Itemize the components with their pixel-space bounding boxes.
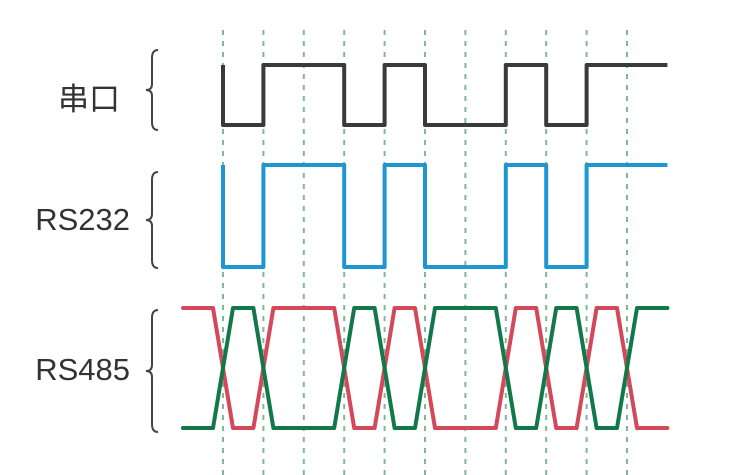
serial-label: 串口 (58, 82, 120, 117)
brace-icon (145, 171, 159, 269)
rs232-label: RS232 (35, 202, 130, 237)
brace-icon (145, 309, 159, 433)
serial-waveform (221, 63, 668, 127)
rs485-label: RS485 (35, 352, 130, 387)
brace-icon (145, 49, 159, 131)
rs485-b-waveform (181, 306, 670, 430)
rs232-waveform (221, 163, 668, 269)
